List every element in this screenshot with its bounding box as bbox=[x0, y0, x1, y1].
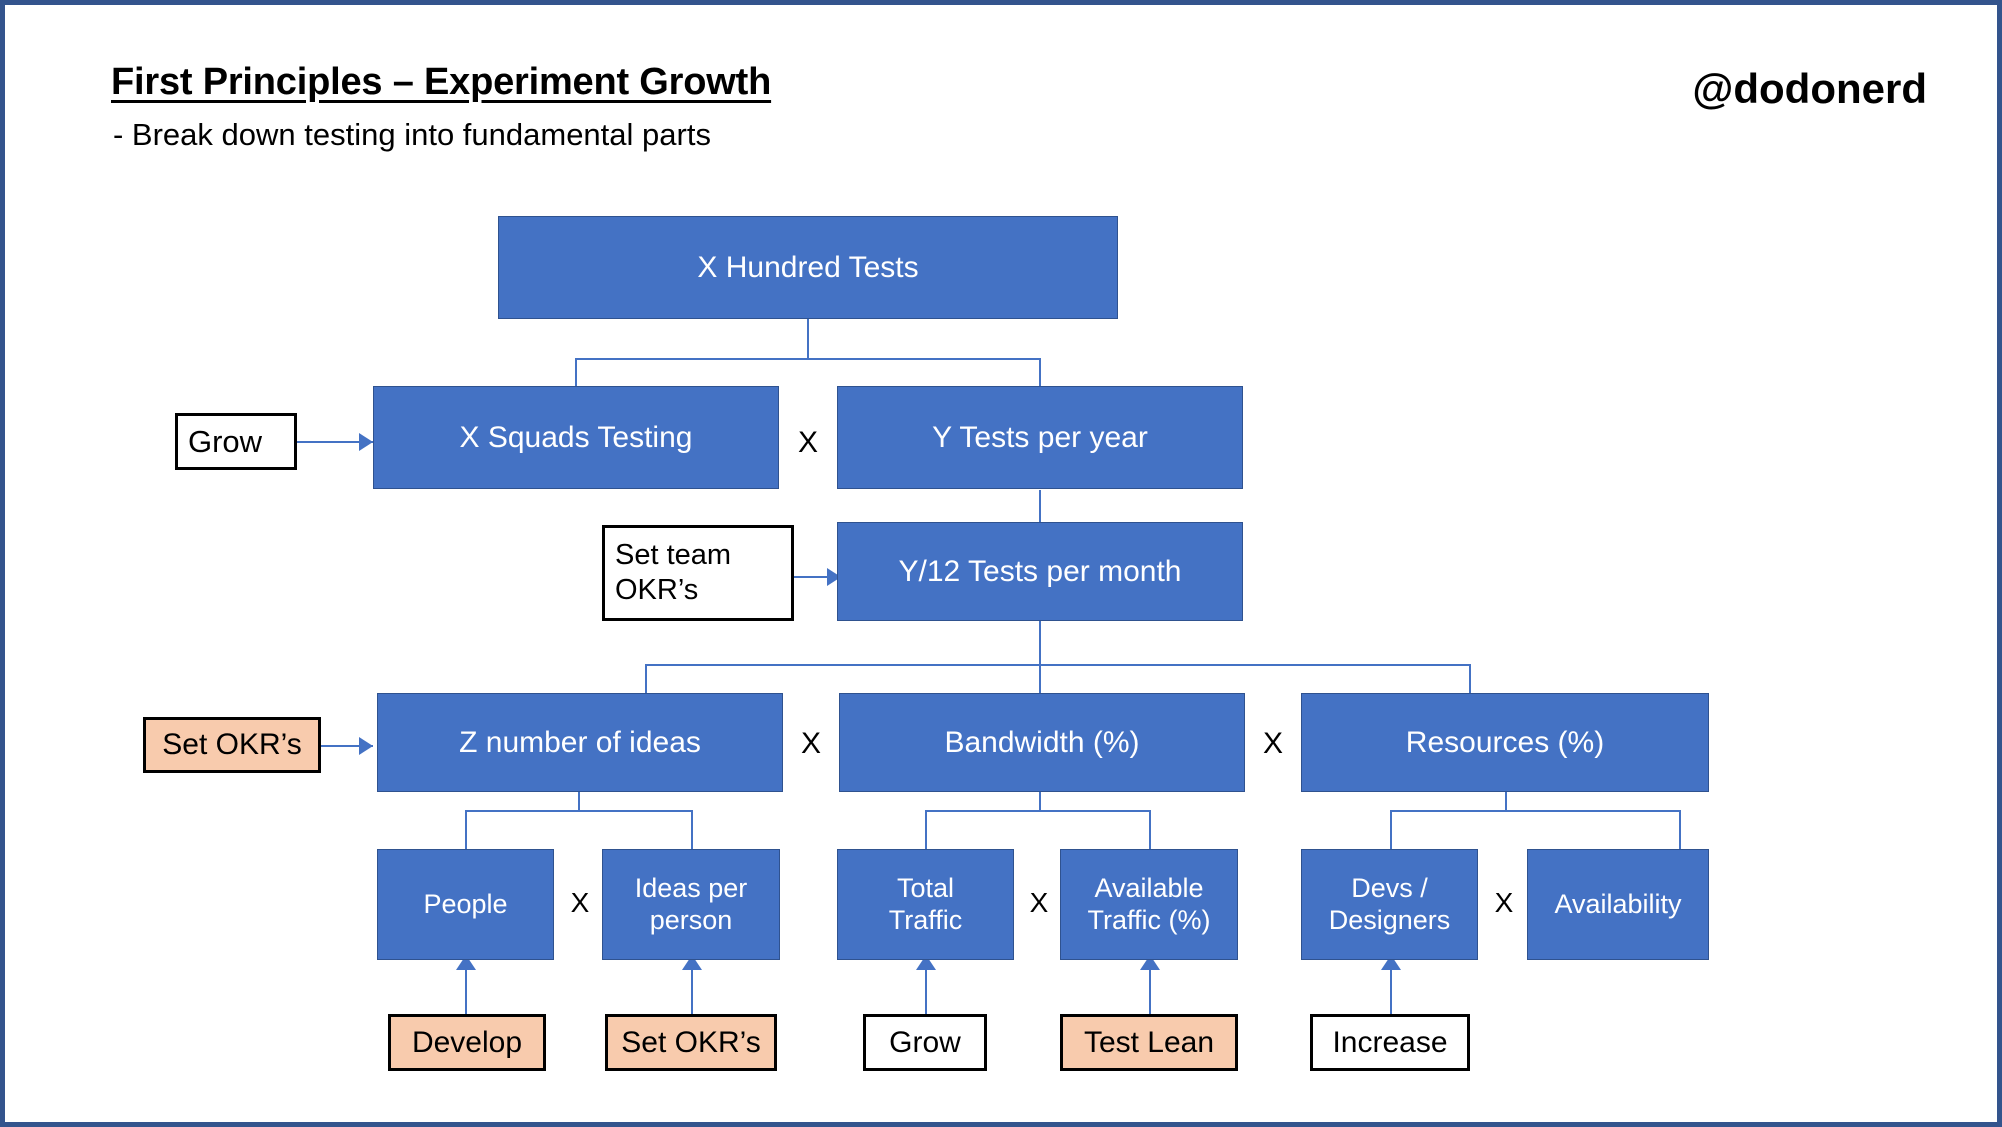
connector-l3c-bar bbox=[1390, 810, 1681, 812]
arrow-head-grow-squads bbox=[359, 433, 373, 451]
action-set-okrs-per-person[interactable]: Set OKR’s bbox=[605, 1014, 777, 1071]
node-availability[interactable]: Availability bbox=[1527, 849, 1709, 960]
operator-squads-times-tests: X bbox=[788, 426, 828, 460]
node-devs-designers[interactable]: Devs / Designers bbox=[1301, 849, 1478, 960]
node-ideas-per-person[interactable]: Ideas per person bbox=[602, 849, 780, 960]
action-increase[interactable]: Increase bbox=[1310, 1014, 1470, 1071]
arrow-line-develop-people bbox=[465, 960, 467, 1015]
node-label-line1: Total bbox=[896, 872, 955, 903]
operator-label: X bbox=[1029, 887, 1049, 918]
connector-l3a-drop-right bbox=[691, 810, 693, 850]
connector-l0-drop-right bbox=[1039, 358, 1041, 386]
node-label: X Hundred Tests bbox=[697, 250, 919, 284]
connector-l2-drop-mid bbox=[1039, 664, 1041, 696]
arrow-line-grow-totaltraffic bbox=[925, 960, 927, 1015]
action-grow-squads[interactable]: Grow bbox=[175, 413, 297, 470]
operator-label: X bbox=[1262, 727, 1283, 760]
operator-total-times-available: X bbox=[1019, 887, 1059, 919]
node-label-line2: Traffic (%) bbox=[1087, 904, 1211, 935]
action-label-line1: Set team bbox=[615, 539, 732, 572]
action-set-okrs-ideas[interactable]: Set OKR’s bbox=[143, 717, 321, 773]
action-label: Set OKR’s bbox=[621, 1025, 761, 1059]
action-label: Develop bbox=[411, 1025, 523, 1059]
connector-l2-bar bbox=[645, 664, 1471, 666]
connector-l3a-drop-left bbox=[465, 810, 467, 850]
node-label: People bbox=[423, 888, 508, 919]
connector-l0-drop-left bbox=[575, 358, 577, 386]
node-total-traffic[interactable]: Total Traffic bbox=[837, 849, 1014, 960]
connector-l3a-bar bbox=[465, 810, 692, 812]
connector-l1b-to-l2 bbox=[1039, 490, 1041, 526]
node-z-number-of-ideas[interactable]: Z number of ideas bbox=[377, 693, 783, 792]
action-label-line2: OKR’s bbox=[615, 574, 699, 606]
operator-people-times-ideasper: X bbox=[560, 887, 600, 919]
node-x-squads-testing[interactable]: X Squads Testing bbox=[373, 386, 779, 489]
node-resources-percent[interactable]: Resources (%) bbox=[1301, 693, 1709, 792]
page-title: First Principles – Experiment Growth bbox=[111, 61, 772, 103]
node-label: Y Tests per year bbox=[932, 420, 1148, 454]
action-label: Increase bbox=[1332, 1025, 1448, 1059]
operator-devs-times-availability: X bbox=[1484, 887, 1524, 919]
node-bandwidth-percent[interactable]: Bandwidth (%) bbox=[839, 693, 1245, 792]
arrow-head-setokrs-ideas bbox=[359, 737, 373, 755]
action-label: Grow bbox=[889, 1025, 961, 1059]
node-y-tests-per-year[interactable]: Y Tests per year bbox=[837, 386, 1243, 489]
node-label: Resources (%) bbox=[1405, 725, 1605, 759]
connector-l3b-drop-right bbox=[1149, 810, 1151, 850]
connector-l3a-stem bbox=[578, 792, 580, 811]
node-label-line1: Ideas per bbox=[634, 872, 748, 903]
action-label: Grow bbox=[188, 423, 263, 459]
connector-l2-drop-left bbox=[645, 664, 647, 696]
action-develop[interactable]: Develop bbox=[388, 1014, 546, 1071]
arrow-line-increase-devs bbox=[1390, 960, 1392, 1015]
node-y12-tests-per-month[interactable]: Y/12 Tests per month bbox=[837, 522, 1243, 621]
connector-l3c-drop-left bbox=[1390, 810, 1392, 850]
arrow-line-setokrs-ideasper bbox=[691, 960, 693, 1015]
connector-l3b-bar bbox=[925, 810, 1151, 812]
connector-l0-bar bbox=[575, 358, 1041, 360]
operator-label: X bbox=[800, 727, 821, 760]
arrow-line-setokrs-ideas bbox=[321, 745, 373, 747]
node-label: Z number of ideas bbox=[459, 725, 701, 759]
operator-label: X bbox=[797, 426, 818, 459]
author-handle: @dodonerd bbox=[1692, 65, 1927, 112]
operator-ideas-times-bandwidth: X bbox=[791, 727, 831, 761]
node-label-line2: Traffic bbox=[888, 904, 963, 935]
connector-l3c-stem bbox=[1505, 792, 1507, 811]
node-x-hundred-tests[interactable]: X Hundred Tests bbox=[498, 216, 1118, 319]
arrow-line-setteam-y12 bbox=[794, 576, 841, 578]
connector-l3b-drop-left bbox=[925, 810, 927, 850]
node-label: X Squads Testing bbox=[459, 420, 693, 454]
connector-l3b-stem bbox=[1039, 792, 1041, 811]
operator-label: X bbox=[570, 887, 590, 918]
node-label-line2: Designers bbox=[1328, 904, 1451, 935]
node-people[interactable]: People bbox=[377, 849, 554, 960]
connector-l2-stem bbox=[1039, 620, 1041, 665]
connector-l0-stem bbox=[807, 319, 809, 359]
operator-label: X bbox=[1494, 887, 1514, 918]
page-subtitle: - Break down testing into fundamental pa… bbox=[113, 117, 711, 152]
node-available-traffic-percent[interactable]: Available Traffic (%) bbox=[1060, 849, 1238, 960]
arrow-line-testlean-available bbox=[1149, 960, 1151, 1015]
node-label-line1: Available bbox=[1094, 872, 1204, 903]
node-label: Bandwidth (%) bbox=[944, 725, 1140, 759]
action-set-team-okrs[interactable]: Set team OKR’s bbox=[602, 525, 794, 621]
action-label: Test Lean bbox=[1083, 1025, 1215, 1059]
action-label: Set OKR’s bbox=[162, 728, 302, 761]
connector-l2-drop-right bbox=[1469, 664, 1471, 696]
arrow-line-grow-squads bbox=[297, 441, 373, 443]
node-label-line2: person bbox=[649, 904, 733, 935]
connector-l3c-drop-right bbox=[1679, 810, 1681, 850]
action-test-lean[interactable]: Test Lean bbox=[1060, 1014, 1238, 1071]
action-grow-total-traffic[interactable]: Grow bbox=[863, 1014, 987, 1071]
node-label: Y/12 Tests per month bbox=[898, 554, 1182, 588]
node-label-line1: Devs / bbox=[1351, 872, 1428, 903]
operator-bandwidth-times-resources: X bbox=[1253, 727, 1293, 761]
node-label: Availability bbox=[1554, 888, 1682, 919]
